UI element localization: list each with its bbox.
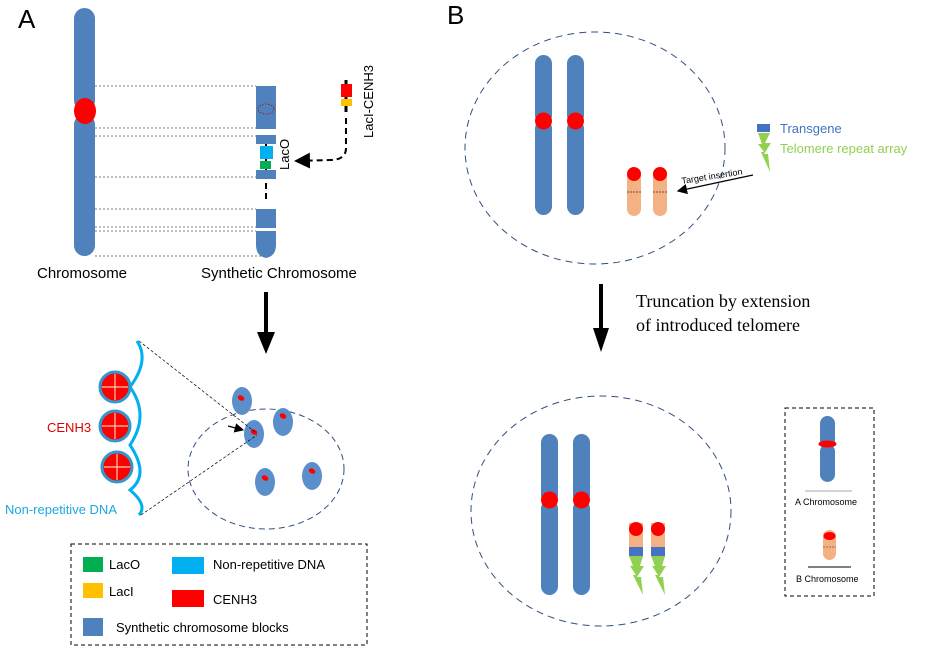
legend-swatch-cenh3 — [172, 590, 204, 607]
nonrep-dna-strand — [127, 340, 144, 517]
telomere-label: Telomere repeat array — [780, 141, 908, 156]
zoom-line-bottom — [140, 434, 258, 516]
legend-a: LacO Non-repetitive DNA LacI CENH3 Synth… — [70, 543, 368, 646]
truncated-b-chromosomes — [629, 522, 666, 595]
legend-b-chromosome-label: B Chromosome — [796, 574, 859, 584]
target-insertion-arrow — [676, 174, 754, 195]
cenh3-nucleosomes — [98, 370, 134, 484]
legend-label-cenh3: CENH3 — [213, 592, 257, 607]
down-arrow-a — [257, 292, 275, 354]
laci-cenh3-construct — [341, 80, 352, 112]
legend-label-laco: LacO — [109, 557, 140, 572]
nonrep-dna-label: Non-repetitive DNA — [5, 502, 117, 517]
cenh3-label: CENH3 — [47, 420, 91, 435]
synthetic-chromosome-label: Synthetic Chromosome — [201, 265, 357, 282]
legend-label-blocks: Synthetic chromosome blocks — [116, 620, 289, 635]
synthetic-chromosome — [256, 86, 276, 258]
nucleus-b-bottom — [470, 395, 732, 627]
laco-block — [260, 161, 271, 169]
a-chromosomes-top — [535, 55, 584, 215]
laci-cenh3-label: LacI-CENH3 — [361, 65, 376, 138]
legend-swatch-laco — [83, 557, 103, 572]
transgene-construct — [757, 124, 771, 172]
guide-lines — [95, 85, 265, 257]
truncation-line1: Truncation by extension — [636, 291, 810, 311]
legend-swatch-blocks — [83, 618, 103, 636]
binding-arrow — [294, 118, 347, 169]
transgene-label: Transgene — [780, 121, 842, 136]
legend-label-laci: LacI — [109, 584, 134, 599]
nonrep-dna-block — [260, 146, 273, 159]
b-chromosomes-top — [627, 167, 667, 216]
chromosome-label: Chromosome — [37, 265, 127, 282]
down-arrow-b — [593, 284, 609, 352]
zoom-line-top — [138, 340, 256, 433]
target-insertion-label: Target insertion — [681, 166, 743, 186]
centromere — [74, 98, 96, 124]
laco-label: LacO — [277, 139, 292, 170]
a-chromosomes-bottom — [541, 434, 590, 595]
panel-b-label: B — [447, 0, 464, 30]
natural-chromosome — [74, 8, 96, 256]
mini-chromosomes — [232, 387, 322, 496]
legend-a-chromosome-label: A Chromosome — [795, 497, 857, 507]
legend-swatch-laci — [83, 583, 103, 598]
nucleus-a — [187, 408, 345, 530]
pointer-arrow — [227, 423, 245, 433]
legend-swatch-nonrep — [172, 557, 204, 574]
truncation-line2: of introduced telomere — [636, 315, 800, 335]
nucleus-b-top — [464, 31, 726, 265]
panel-a-label: A — [18, 4, 36, 34]
legend-label-nonrep: Non-repetitive DNA — [213, 557, 325, 572]
legend-b: A Chromosome B Chromosome — [784, 407, 875, 597]
